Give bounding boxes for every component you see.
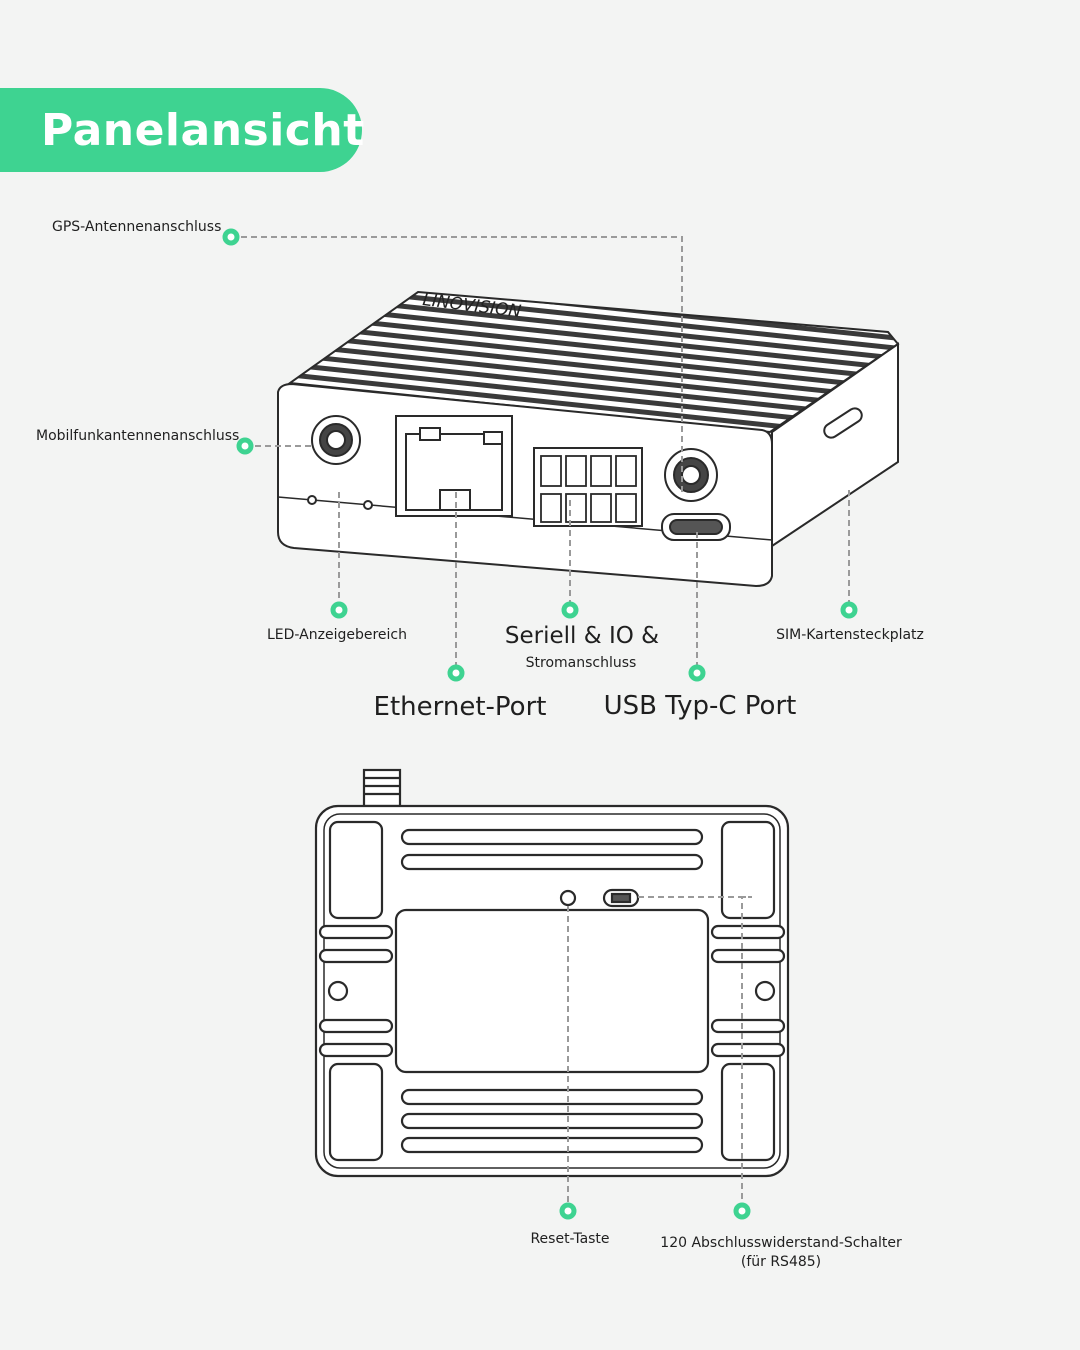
label-mobile-antenna: Mobilfunkantennenanschluss (36, 428, 240, 444)
dot-usb (688, 664, 706, 682)
label-serial-line1: Seriell & IO & (504, 623, 660, 649)
dot-reset (559, 1202, 577, 1220)
label-usb-port: USB Typ-C Port (603, 691, 797, 721)
label-sim-slot: SIM-Kartensteckplatz (776, 627, 924, 643)
router-bottom-view (314, 768, 790, 1178)
label-terminator-note: (für RS485) (740, 1254, 822, 1270)
callout-dots (222, 228, 858, 1220)
sim-slot-shape (823, 407, 863, 439)
title-banner: Panelansicht (0, 88, 365, 172)
dot-led (330, 601, 348, 619)
router-front-view (277, 290, 900, 588)
dot-gps (222, 228, 240, 246)
label-ethernet-port: Ethernet-Port (373, 692, 547, 722)
leader-lines (231, 236, 850, 1204)
dot-ethernet (447, 664, 465, 682)
label-led-area: LED-Anzeigebereich (267, 627, 407, 643)
label-terminator-switch: 120 Abschlusswiderstand-Schalter (660, 1235, 902, 1251)
label-reset-button: Reset-Taste (530, 1231, 610, 1247)
page-title: Panelansicht (41, 104, 365, 156)
dot-mobile (236, 437, 254, 455)
label-gps-antenna: GPS-Antennenanschluss (52, 219, 222, 235)
dot-sim (840, 601, 858, 619)
dot-serial (561, 601, 579, 619)
dot-terminator (733, 1202, 751, 1220)
label-serial-line2: Stromanschluss (525, 655, 637, 671)
